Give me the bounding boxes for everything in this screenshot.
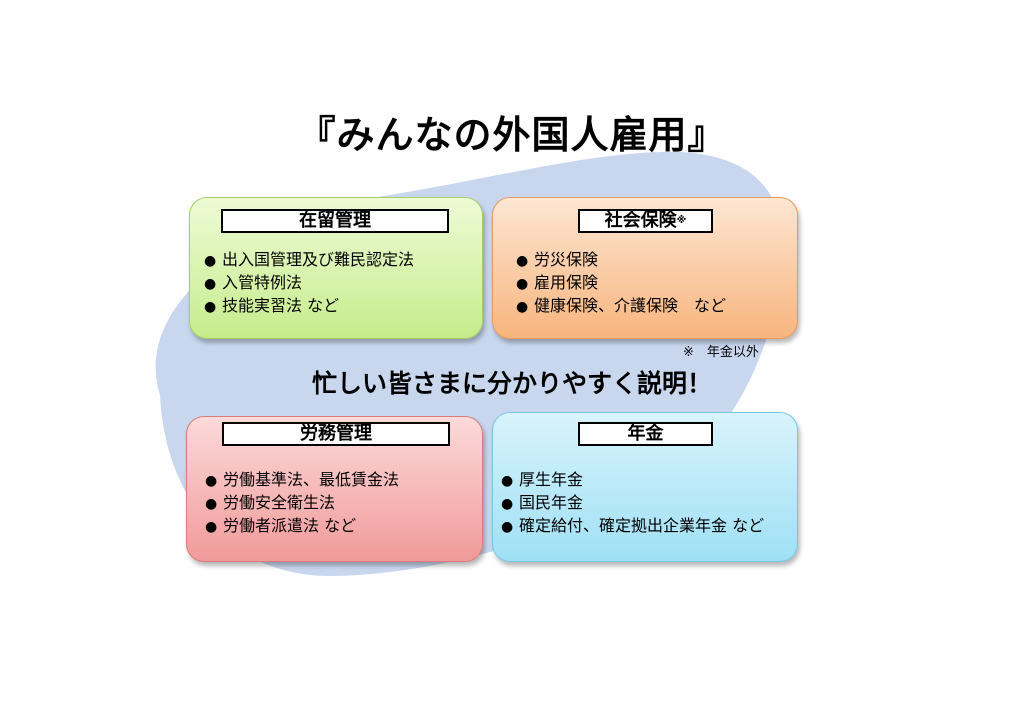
list-item: 国民年金 — [501, 492, 764, 515]
item-list: 厚生年金 国民年金 確定給付、確定拠出企業年金 など — [501, 469, 764, 538]
list-item: 厚生年金 — [501, 469, 764, 492]
center-message: 忙しい皆さまに分かりやすく説明！ — [311, 369, 712, 398]
page-title: 『みんなの外国人雇用』 — [297, 113, 727, 157]
list-item: 雇用保険 — [516, 272, 726, 295]
list-item: 労働者派遣法 など — [205, 515, 399, 538]
card-pension: 年金 厚生年金 国民年金 確定給付、確定拠出企業年金 など — [492, 412, 798, 562]
footnote: ※ 年金以外 — [683, 345, 759, 360]
card-labor-management: 労務管理 労働基準法、最低賃金法 労働安全衛生法 労働者派遣法 など — [186, 416, 483, 562]
item-list: 労働基準法、最低賃金法 労働安全衛生法 労働者派遣法 など — [205, 469, 399, 538]
item-list: 出入国管理及び難民認定法 入管特例法 技能実習法 など — [204, 249, 414, 318]
list-item: 労働基準法、最低賃金法 — [205, 469, 399, 492]
card-residence-management: 在留管理 出入国管理及び難民認定法 入管特例法 技能実習法 など — [189, 197, 483, 339]
card-label: 労務管理 — [222, 422, 450, 446]
list-item: 健康保険、介護保険 など — [516, 295, 726, 318]
list-item: 労働安全衛生法 — [205, 492, 399, 515]
card-label: 年金 — [578, 422, 713, 446]
card-label-text: 社会保険 — [604, 210, 677, 231]
list-item: 技能実習法 など — [204, 295, 414, 318]
card-label: 社会保険※ — [578, 209, 713, 233]
card-label: 在留管理 — [221, 209, 449, 233]
card-social-insurance: 社会保険※ 労災保険 雇用保険 健康保険、介護保険 など — [492, 197, 798, 339]
item-list: 労災保険 雇用保険 健康保険、介護保険 など — [516, 249, 726, 318]
footnote-mark: ※ — [676, 215, 687, 226]
list-item: 確定給付、確定拠出企業年金 など — [501, 515, 764, 538]
list-item: 労災保険 — [516, 249, 726, 272]
list-item: 出入国管理及び難民認定法 — [204, 249, 414, 272]
list-item: 入管特例法 — [204, 272, 414, 295]
